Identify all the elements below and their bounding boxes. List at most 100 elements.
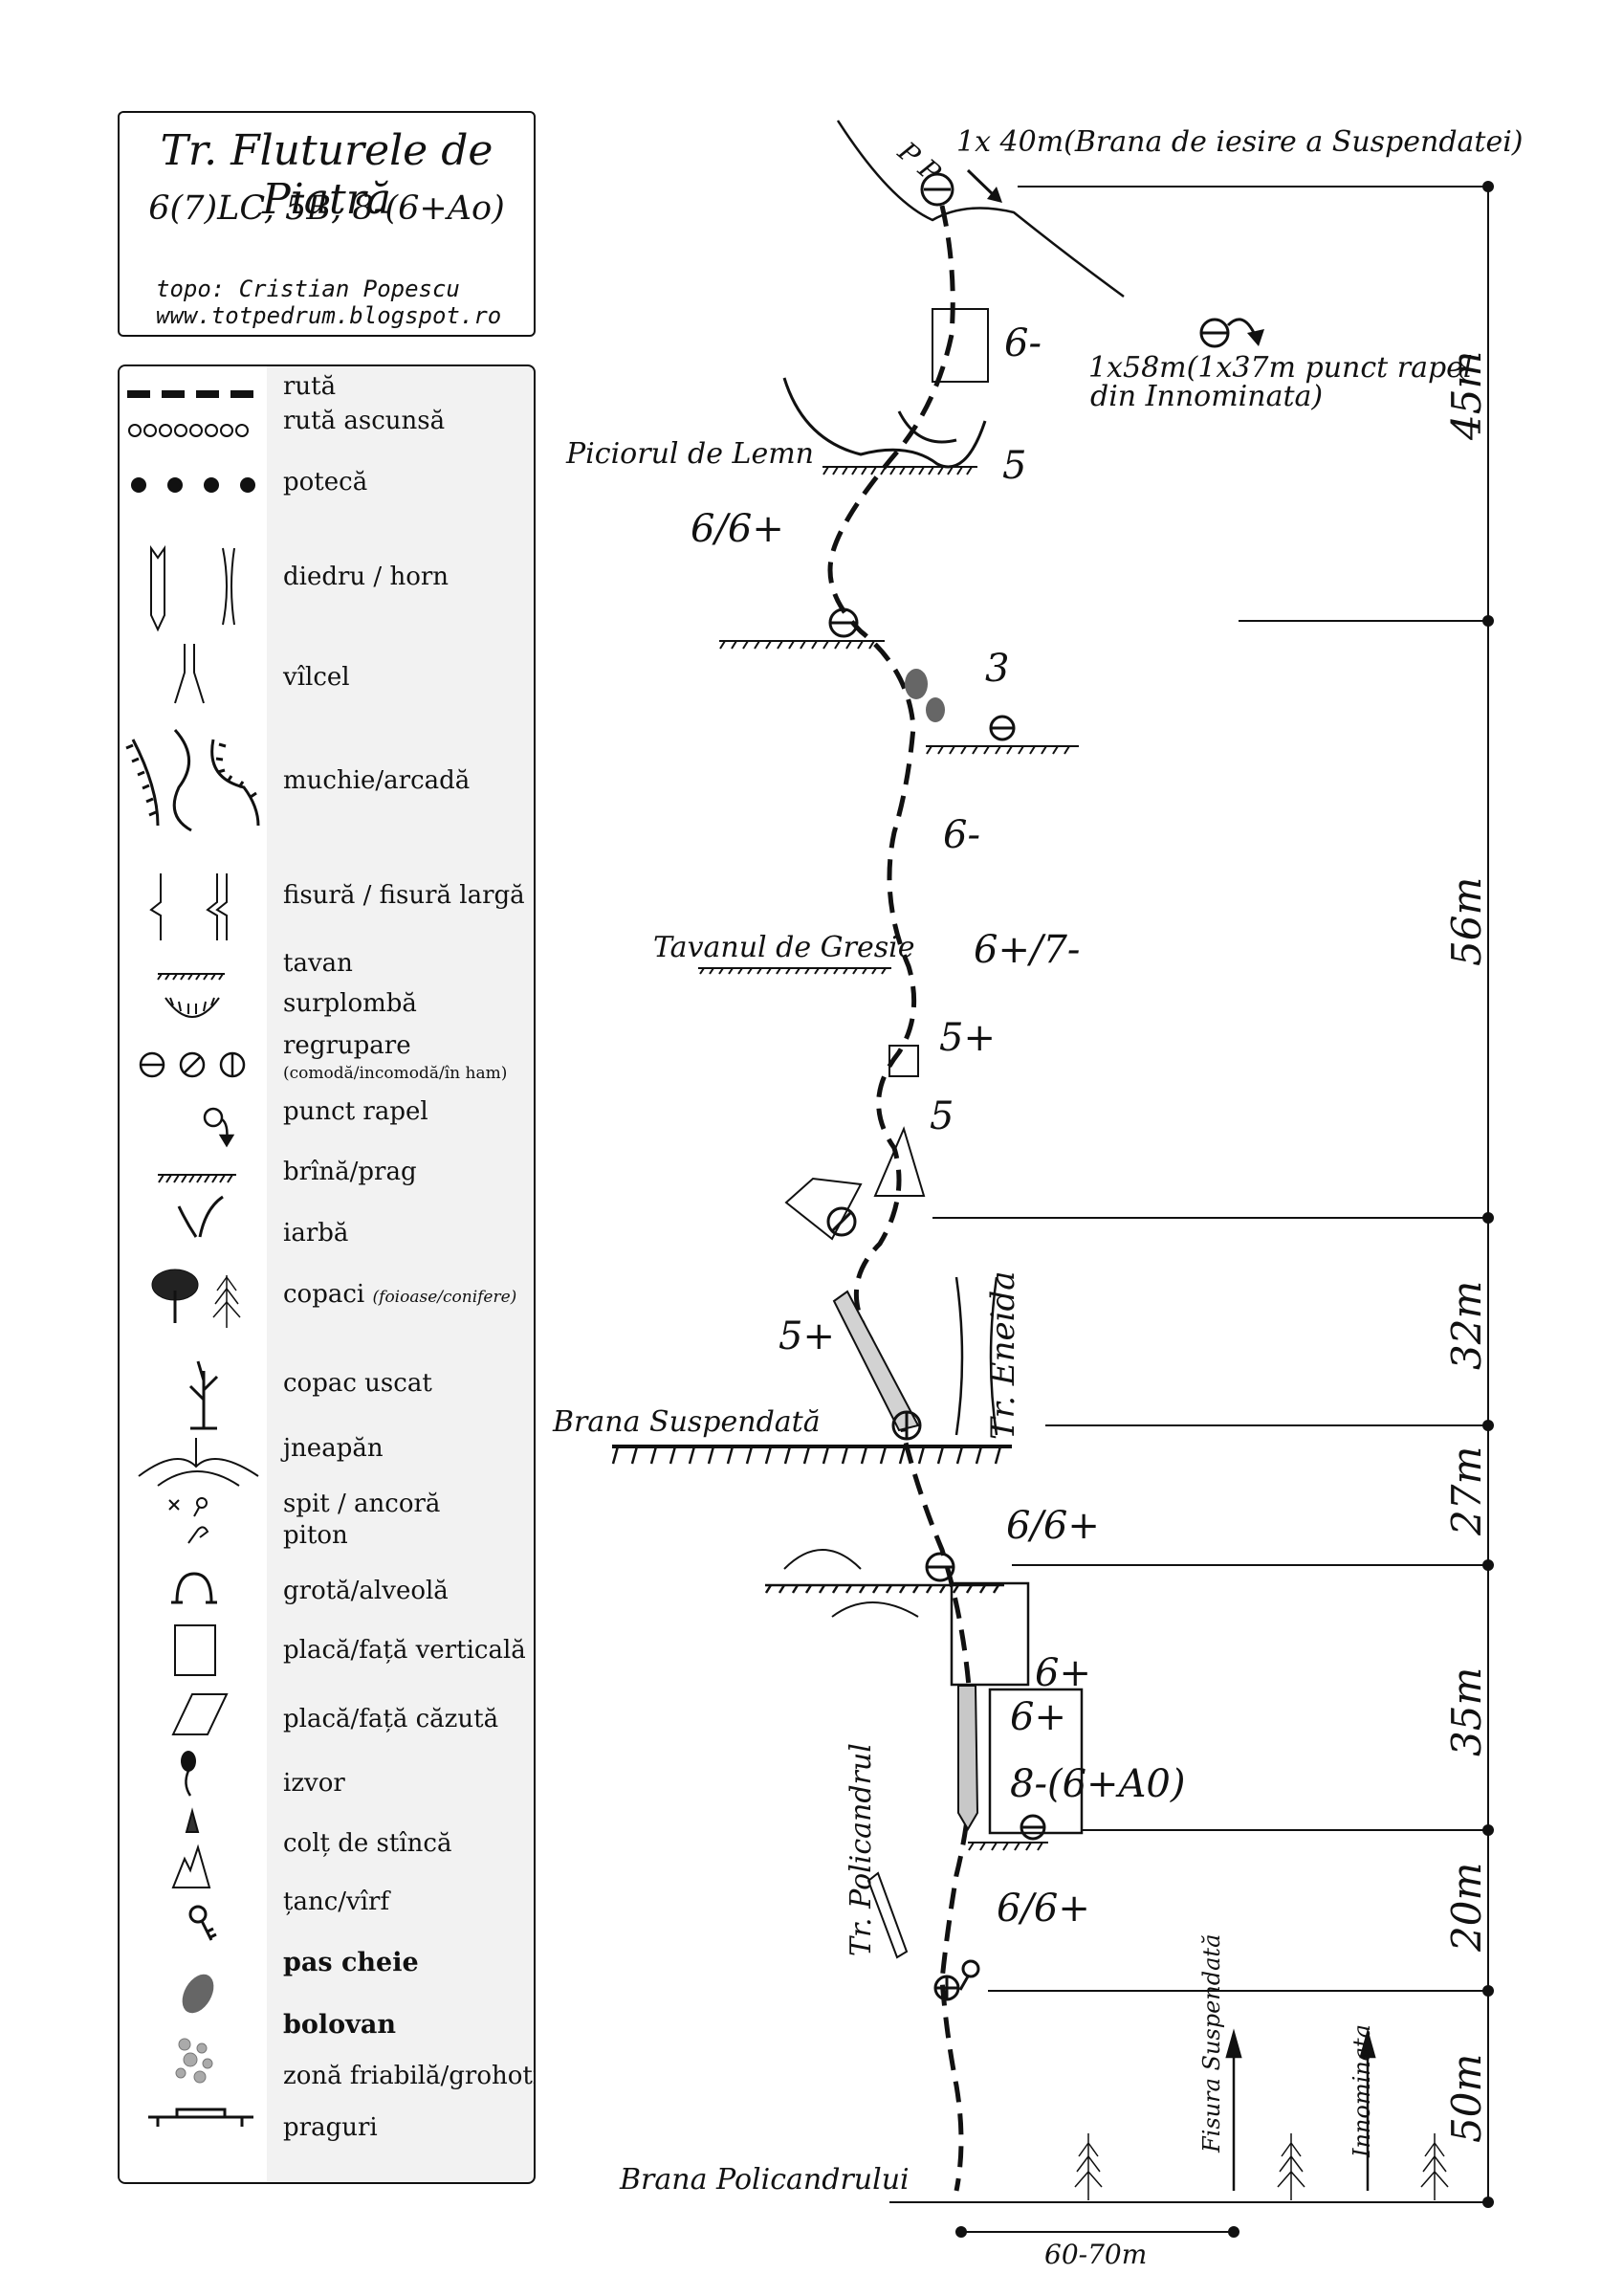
belay-uncomfortable-icon [179, 1051, 206, 1078]
edge-icon [125, 728, 192, 832]
anchor-icon [193, 1497, 208, 1517]
leaning-slab-icon [171, 1693, 229, 1735]
leaning-slab-feature [784, 1177, 863, 1241]
arch-icon [210, 739, 260, 827]
rappel-top-label: 1x 40m(Brana de iesire a Suspendatei) [956, 125, 1524, 159]
overhang-icon [164, 997, 220, 1018]
legend-vertical-slab: placă/față verticală [283, 1636, 526, 1665]
main-route-line [827, 205, 975, 2192]
brana-suspendata-ledge [611, 1445, 1012, 1465]
top-belay-icon [920, 172, 954, 207]
key-icon [188, 1905, 217, 1941]
grade-7: 5+ [939, 1016, 996, 1060]
legend-bolt-anchor: spit / ancoră [283, 1490, 441, 1518]
ledge-icon [158, 1174, 236, 1183]
mid-upper-ledge [719, 607, 885, 650]
deciduous-tree-icon [151, 1269, 199, 1323]
website: www.totpedrum.blogspot.ro [156, 302, 502, 329]
crux-belay-icon [1020, 1814, 1046, 1841]
belay-harness-icon [219, 1051, 246, 1078]
legend-dead-tree: copac uscat [283, 1369, 432, 1398]
legend-hidden-route: rută ascunsă [283, 407, 446, 435]
grade-14: 6/6+ [997, 1887, 1090, 1931]
legend-grass: iarbă [283, 1219, 349, 1247]
legend-piton: piton [283, 1521, 348, 1550]
title-box: Tr. Fluturele de Piatră 6(7)LC, 5B, 8-(6… [118, 111, 536, 337]
grade-13: 8-(6+A0) [1010, 1762, 1185, 1806]
dihedral-icon [150, 544, 165, 632]
legend-tower-peak: țanc/vîrf [283, 1888, 390, 1916]
legend-crack: fisură / fisură largă [283, 881, 525, 910]
innominata-arrow [1359, 2028, 1376, 2191]
lower-vertical-slab [950, 1581, 1030, 1687]
base-width-label: 60-70m [1044, 2239, 1147, 2270]
grade-10: 6/6+ [1006, 1504, 1100, 1548]
cave-icon [171, 1572, 217, 1604]
height-20m: 20m [1443, 1863, 1490, 1953]
legend-rock-tooth: colț de stîncă [283, 1829, 452, 1858]
dead-tree-icon [188, 1360, 219, 1430]
legend-trees: copaci (foioase/conifere) [283, 1280, 516, 1309]
legend-dihedral-chimney: diedru / horn [283, 563, 450, 591]
spring-icon [181, 1751, 196, 1797]
chimney-icon [222, 547, 235, 626]
height-45m: 45m [1443, 351, 1490, 441]
legend-cave: grotă/alveolă [283, 1577, 449, 1605]
gray-dihedral [957, 1685, 979, 1831]
tower-feature [873, 1126, 926, 1197]
gray-crack-1 [832, 1290, 920, 1432]
height-50m: 50m [1443, 2054, 1490, 2143]
place-tavanul-de-gresie: Tavanul de Gresie [653, 931, 914, 964]
place-brana-policandrului: Brana Policandrului [619, 2163, 910, 2197]
grade-2: 5 [1002, 444, 1026, 488]
grade-12: 6+ [1010, 1695, 1066, 1739]
wide-crack-icon [206, 873, 228, 940]
legend-key-move: pas cheie [283, 1948, 419, 1977]
steps-icon [148, 2108, 253, 2127]
place-picior-de-lemn: Piciorul de Lemn [565, 437, 814, 471]
path-symbol-icon [131, 477, 255, 493]
grade-4: 3 [985, 647, 1009, 691]
legend-belay: regrupare [283, 1031, 411, 1060]
base-conifers [1074, 2133, 1449, 2200]
legend-route: rută [283, 372, 337, 401]
route-grade: 6(7)LC, 5B, 8-(6+Ao) [148, 189, 505, 228]
rappel-alt-icon [1199, 318, 1264, 348]
legend-symbols [125, 390, 260, 2127]
rappel-alt-label-2: din Innominata) [1090, 380, 1323, 413]
bolt-icon [168, 1499, 180, 1511]
juniper-icon [138, 1438, 259, 1487]
legend-edge-arch: muchie/arcadă [283, 766, 471, 795]
height-35m: 35m [1443, 1667, 1490, 1756]
hidden-route-symbol-icon [128, 424, 249, 437]
top-piton-marks: P P [891, 135, 948, 189]
legend-steps: praguri [283, 2113, 378, 2142]
route-name: Tr. Fluturele de Piatră [160, 126, 493, 224]
juniper-cluster [783, 1549, 919, 1618]
legend-spring: izvor [283, 1769, 345, 1798]
base-dimension [955, 2226, 1239, 2238]
route-fisura-label: Fisura Suspendată [1198, 1934, 1225, 2153]
height-56m: 56m [1443, 877, 1490, 966]
legend-ledge: brînă/prag [283, 1158, 417, 1186]
legend-boulder: bolovan [283, 2010, 396, 2040]
small-slab [888, 1045, 919, 1077]
legend-scree: zonă friabilă/grohotiș [283, 2062, 536, 2090]
crux-ledge [968, 1842, 1048, 1851]
brana-belay-icon [891, 1410, 922, 1441]
grade-6: 6+/7- [974, 928, 1080, 972]
gully-icon [174, 644, 205, 704]
rock-tooth-icon [185, 1807, 200, 1833]
conifer-tree-icon [212, 1275, 241, 1328]
grade-5: 6- [943, 813, 980, 857]
legend-path: potecă [283, 468, 368, 497]
exit-ridge [836, 120, 1125, 298]
upper-slab [932, 308, 989, 383]
height-27m: 27m [1443, 1446, 1490, 1536]
rappel-alt-label-1: 1x58m(1x37m punct rapel [1088, 351, 1473, 385]
boulder-icon [182, 1974, 214, 2014]
roof-icon [157, 973, 225, 981]
mid-belay-icon [826, 1206, 857, 1237]
crack-icon [149, 873, 162, 940]
